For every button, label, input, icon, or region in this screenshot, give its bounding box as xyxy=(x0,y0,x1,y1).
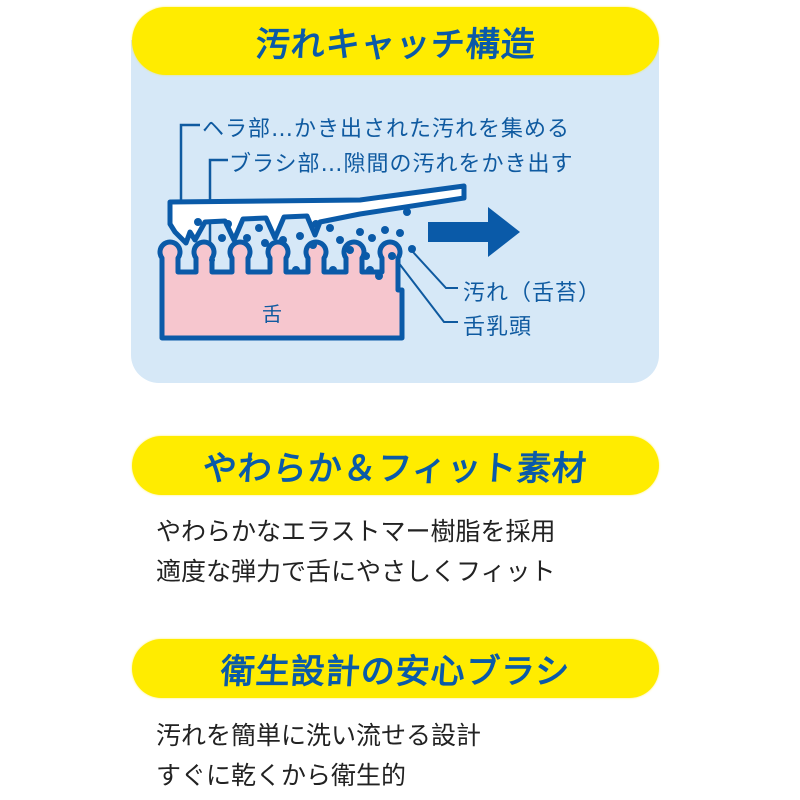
brush-head xyxy=(167,183,467,246)
description-line: すぐに乾くから衛生的 xyxy=(156,761,407,790)
dirt-leader-line xyxy=(412,251,458,289)
description-line: やわらかなエラストマー樹脂を採用 xyxy=(156,517,556,546)
callout-dirt: 汚れ（舌苔） xyxy=(463,281,602,306)
section-title: やわらか＆フィット素材 xyxy=(201,449,589,489)
description-line: 適度な弾力で舌にやさしくフィット xyxy=(156,557,556,586)
callout-spatula: ヘラ部…かき出された汚れを集める xyxy=(202,117,571,142)
papilla-leader-line xyxy=(397,261,458,323)
right-arrow-icon xyxy=(428,207,520,257)
description-line: 汚れを簡単に洗い流せる設計 xyxy=(156,721,482,750)
dirt-particles xyxy=(194,208,416,280)
soft-fit-description: やわらかなエラストマー樹脂を採用 適度な弾力で舌にやさしくフィット xyxy=(156,512,556,592)
section-heading-hygienic: 衛生設計の安心ブラシ xyxy=(132,639,659,698)
tongue-label: 舌 xyxy=(262,302,283,326)
section-title: 衛生設計の安心ブラシ xyxy=(219,652,572,692)
section-heading-dirt-catch: 汚れキャッチ構造 xyxy=(132,7,659,75)
callout-brush: ブラシ部…隙間の汚れをかき出す xyxy=(229,152,574,177)
section-heading-soft-fit: やわらか＆フィット素材 xyxy=(132,436,659,495)
callout-papilla: 舌乳頭 xyxy=(463,315,533,340)
spatula-leader-line xyxy=(179,123,200,219)
hygienic-description: 汚れを簡単に洗い流せる設計 すぐに乾くから衛生的 xyxy=(156,716,481,796)
